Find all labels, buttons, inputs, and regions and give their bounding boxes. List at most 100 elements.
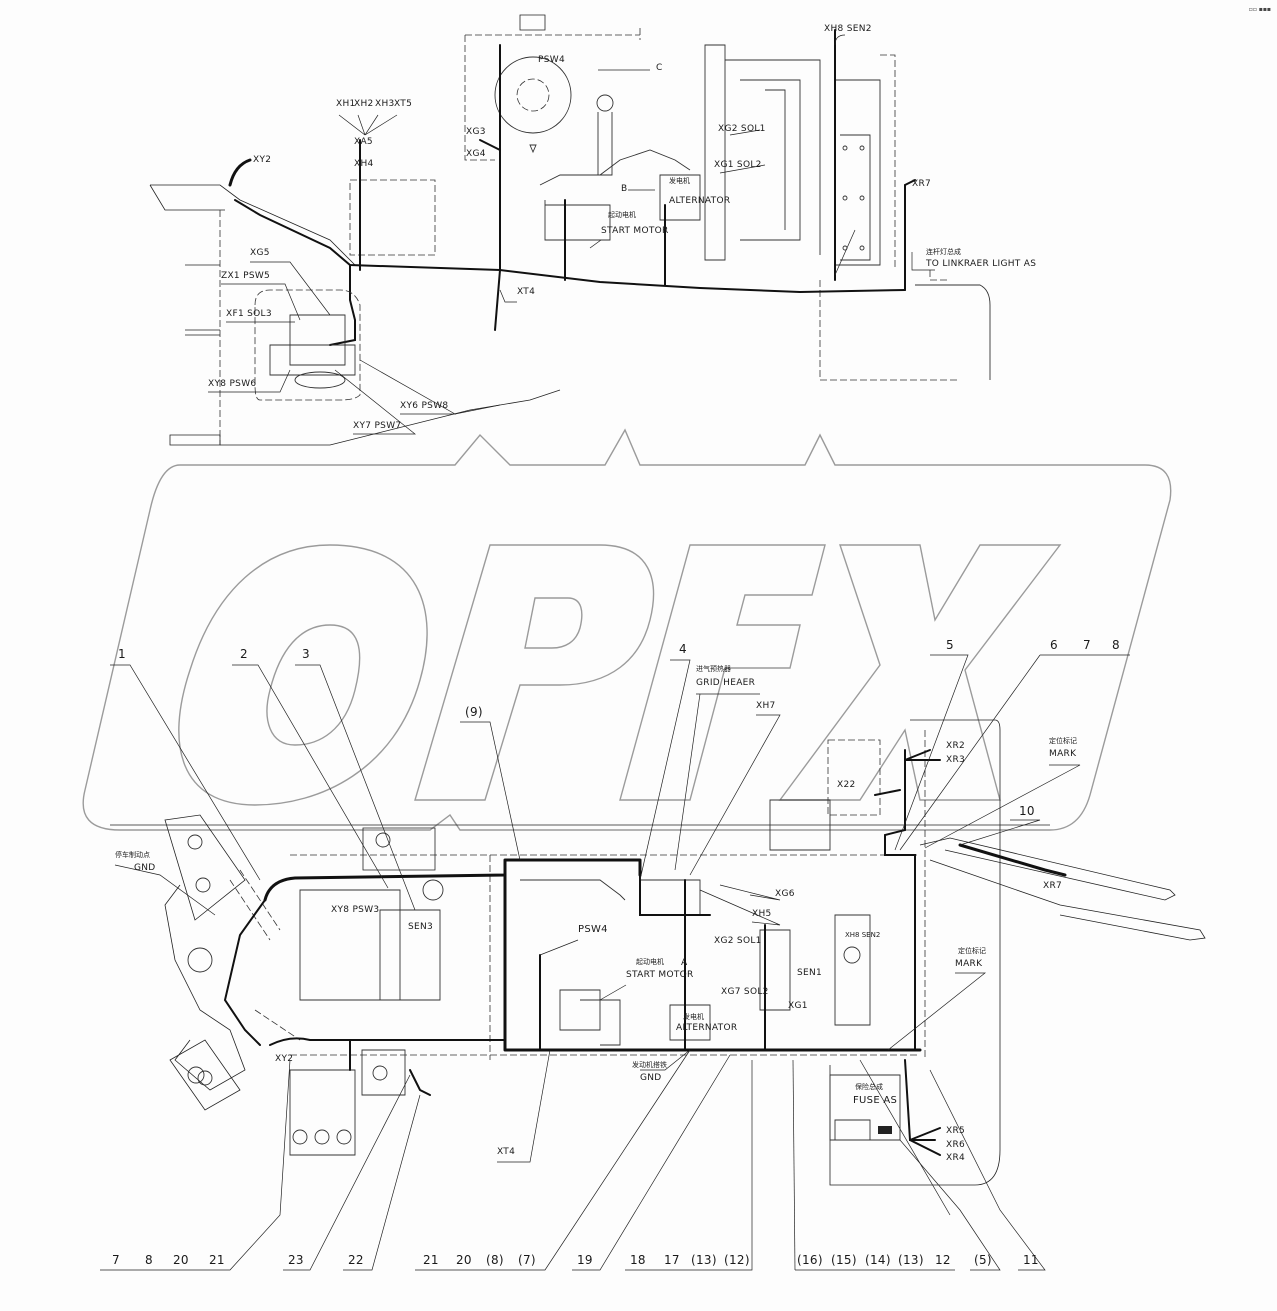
label-psw4: PSW4 <box>538 55 565 65</box>
label-xy8-psw6: XY8 PSW6 <box>208 379 257 389</box>
callout-3: 3 <box>302 647 310 661</box>
callout-bottom-17: 17 <box>664 1253 680 1267</box>
label-xy2-bottom: XY2 <box>275 1054 294 1064</box>
label-xy6-psw8: XY6 PSW8 <box>400 401 449 411</box>
label-xr3: XR3 <box>946 755 966 765</box>
label-xg1-sol2: XG1 SOL2 <box>714 160 762 170</box>
label-xf1-sol3: XF1 SOL3 <box>226 309 272 319</box>
label-linkraer-light: TO LINKRAER LIGHT AS <box>926 259 1037 269</box>
bottom-view-drawing <box>100 654 1206 1271</box>
callout-1: 1 <box>118 647 126 661</box>
opex-watermark <box>82 428 1172 831</box>
callout-5: 5 <box>946 638 954 652</box>
label-b: B <box>621 184 628 194</box>
callout-bottom-12-paren: (12) <box>724 1253 750 1267</box>
callout-6: 6 <box>1050 638 1058 652</box>
label-xh4: XH4 <box>354 159 374 169</box>
top-view-drawing <box>149 14 991 446</box>
label-xy8-psw3: XY8 PSW3 <box>331 905 380 915</box>
label-gnd-cn-mid: 发动机搭铁 <box>632 1061 667 1069</box>
label-xr4: XR4 <box>946 1153 966 1163</box>
callout-bottom-21b: 21 <box>423 1253 439 1267</box>
label-gnd-left: GND <box>134 863 156 873</box>
callout-bottom-5-paren: (5) <box>974 1253 992 1267</box>
label-xh2: XH2 <box>354 99 374 109</box>
callout-8: 8 <box>1112 638 1120 652</box>
label-xg3: XG3 <box>466 127 486 137</box>
label-psw4-bottom: PSW4 <box>578 924 608 935</box>
label-xg7-sol2-bottom: XG7 SOL2 <box>721 987 769 997</box>
label-start-motor-cn-bottom: 起动电机 <box>636 958 664 966</box>
label-xg2-sol1: XG2 SOL1 <box>718 124 766 134</box>
corner-mark: ▫▫ ▪▪▪ <box>1248 6 1271 13</box>
label-mark-top: MARK <box>1049 749 1077 759</box>
label-grid-heater-cn: 进气预热器 <box>696 665 731 673</box>
callout-9-paren: (9) <box>465 705 483 719</box>
label-mark-mid: MARK <box>955 959 983 969</box>
label-x22: X22 <box>837 780 856 790</box>
label-alternator-cn-bottom: 发电机 <box>683 1013 704 1021</box>
label-xa5: XA5 <box>354 137 373 147</box>
callout-bottom-20: 20 <box>173 1253 189 1267</box>
label-xh3: XH3 <box>375 99 395 109</box>
label-start-motor-bottom: START MOTOR <box>626 970 694 980</box>
callout-bottom-23: 23 <box>288 1253 304 1267</box>
callout-bottom-20b: 20 <box>456 1253 472 1267</box>
label-xr2: XR2 <box>946 741 966 751</box>
label-xh8-sen2: XH8 SEN2 <box>824 24 872 34</box>
label-xt4: XT4 <box>517 287 536 297</box>
label-xh5: XH5 <box>752 909 772 919</box>
label-xy2: XY2 <box>253 155 272 165</box>
label-xr5: XR5 <box>946 1126 966 1136</box>
callout-bottom-18: 18 <box>630 1253 646 1267</box>
label-xh7: XH7 <box>756 701 776 711</box>
callout-bottom-12: 12 <box>935 1253 951 1267</box>
label-c: C <box>656 63 663 73</box>
label-fuse-cn: 保险总成 <box>855 1083 883 1091</box>
label-xr7-bottom: XR7 <box>1043 881 1063 891</box>
label-mark-cn-top: 定位标记 <box>1049 737 1077 745</box>
label-start-motor: START MOTOR <box>601 226 669 236</box>
label-sen3: SEN3 <box>408 922 434 932</box>
callout-2: 2 <box>240 647 248 661</box>
label-start-motor-cn: 起动电机 <box>608 211 636 219</box>
label-xt5: XT5 <box>394 99 413 109</box>
label-zx1-psw5: ZX1 PSW5 <box>221 271 271 281</box>
callout-bottom-19: 19 <box>577 1253 593 1267</box>
label-linkraer-cn: 连杆灯总成 <box>926 248 961 256</box>
label-xt4-bottom: XT4 <box>497 1147 516 1157</box>
label-xg1-bottom: XG1 <box>788 1001 808 1011</box>
callout-7: 7 <box>1083 638 1091 652</box>
label-xy7-psw7: XY7 PSW7 <box>353 421 402 431</box>
label-gnd-mid: GND <box>640 1073 662 1083</box>
callout-bottom-16-paren: (16) <box>797 1253 823 1267</box>
callout-bottom-15-paren: (15) <box>831 1253 857 1267</box>
label-gnd-cn-left: 停车制动点 <box>115 851 150 859</box>
label-alternator-bottom: ALTERNATOR <box>676 1023 738 1033</box>
label-xg4: XG4 <box>466 149 486 159</box>
label-xg5: XG5 <box>250 248 270 258</box>
callout-bottom-13b-paren: (13) <box>898 1253 924 1267</box>
callout-bottom-22: 22 <box>348 1253 364 1267</box>
callout-bottom-21: 21 <box>209 1253 225 1267</box>
callout-bottom-11: 11 <box>1023 1253 1039 1267</box>
label-alternator-cn: 发电机 <box>669 177 690 185</box>
label-xr7: XR7 <box>912 179 932 189</box>
label-xg2-sol1-bottom: XG2 SOL1 <box>714 936 762 946</box>
label-sen1: SEN1 <box>797 968 823 978</box>
callout-bottom-14-paren: (14) <box>865 1253 891 1267</box>
label-xh8-sen2-bottom: XH8 SEN2 <box>845 931 881 939</box>
label-a: A <box>681 958 688 968</box>
label-xg6: XG6 <box>775 889 795 899</box>
callout-bottom-13-paren: (13) <box>691 1253 717 1267</box>
callout-10: 10 <box>1019 804 1035 818</box>
label-fuse-as: FUSE AS <box>853 1095 898 1106</box>
callout-bottom-7: 7 <box>112 1253 120 1267</box>
callout-bottom-7-paren: (7) <box>518 1253 536 1267</box>
label-grid-heater: GRID HEAER <box>696 678 756 688</box>
callout-bottom-8-paren: (8) <box>486 1253 504 1267</box>
label-mark-cn-mid: 定位标记 <box>958 947 986 955</box>
callout-bottom-8: 8 <box>145 1253 153 1267</box>
label-xh1: XH1 <box>336 99 356 109</box>
